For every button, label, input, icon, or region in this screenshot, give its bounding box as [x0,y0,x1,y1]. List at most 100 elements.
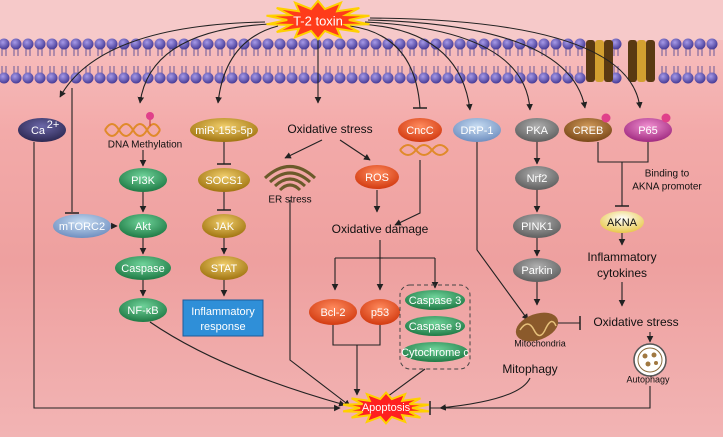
p53-label: p53 [371,307,389,319]
p65-node: P65 [624,113,672,142]
lipid-head [238,72,250,84]
lipid-head [682,72,694,84]
lipid-head [286,38,298,50]
cytochrome-label: Cytochrome c [401,347,469,359]
caspase9-label: Caspase 9 [409,321,462,333]
mtorc2-label: mTORC2 [59,221,105,233]
lipid-head [94,72,106,84]
dna-cncc-icon [399,144,449,156]
caspase-label: Caspase [121,263,164,275]
caspase-node: Caspase [115,256,171,280]
oxidative-stress-right: Oxidative stress [593,315,678,329]
lipid-head [298,72,310,84]
binding-line1: Binding to [645,169,690,180]
lipid-head [514,38,526,50]
lipid-head [610,38,622,50]
er-stress-icon [263,165,317,192]
lipid-head [322,72,334,84]
lipid-head [118,72,130,84]
toxin-burst: T-2 toxin [266,0,370,41]
lipid-head [454,72,466,84]
lipid-head [310,38,322,50]
lipid-head [394,72,406,84]
nfkb-node: NF-κB [119,298,167,322]
autophagy-icon [633,343,667,377]
lipid-head [10,38,22,50]
cncc-label: CncC [406,125,434,137]
socs1-label: SOCS1 [205,175,242,187]
stat-label: STAT [211,263,238,275]
lipid-head [406,72,418,84]
pka-label: PKA [526,125,549,137]
caspase3-label: Caspase 3 [409,295,462,307]
akt-node: Akt [119,214,167,238]
mitochondria-icon [515,312,559,342]
lipid-head [58,38,70,50]
ros-node: ROS [355,165,399,189]
lipid-head [382,38,394,50]
mir-node: miR-155-5p [190,118,258,142]
lipid-head [694,72,706,84]
lipid-head [526,72,538,84]
lipid-head [202,38,214,50]
oxidative-lines [284,139,381,407]
lipid-head [334,72,346,84]
bcl2-label: Bcl-2 [320,307,345,319]
autophagy-label: Autophagy [626,374,670,384]
socs1-node: SOCS1 [198,168,250,192]
lipid-head [94,38,106,50]
lipid-head [310,72,322,84]
lipid-head [0,38,10,50]
lipid-head [358,72,370,84]
oxidative-stress-top: Oxidative stress [287,122,372,136]
cytokines-line1: Inflammatory [587,250,656,264]
lipid-head [442,38,454,50]
dna-methylation-icon [104,112,161,137]
lipid-head [430,38,442,50]
lipid-head [610,72,622,84]
lipid-head [10,72,22,84]
left-branch-lines [33,88,341,412]
akna-label: AKNA [607,217,638,229]
lipid-head [670,38,682,50]
apoptosis-burst: Apoptosis [342,391,430,425]
lipid-head [142,38,154,50]
lipid-head [274,38,286,50]
lipid-head [382,72,394,84]
akt-label: Akt [135,221,151,233]
lipid-head [70,72,82,84]
lipid-head [82,72,94,84]
lipid-head [58,72,70,84]
lipid-head [154,72,166,84]
creb-p65-lines [597,142,649,206]
mtorc2-node: mTORC2 [53,214,111,238]
er-stress-label: ER stress [268,195,311,206]
lipid-head [286,72,298,84]
lipid-head [166,72,178,84]
akna-node: AKNA [600,211,644,233]
pink1-label: PINK1 [521,221,553,233]
lipid-head [466,72,478,84]
lipid-head [694,38,706,50]
lipid-head [322,38,334,50]
pi3k-node: PI3K [119,168,167,192]
lipid-head [478,72,490,84]
lipid-head [46,72,58,84]
stat-node: STAT [200,256,248,280]
lipid-head [202,72,214,84]
nrf2-label: Nrf2 [527,173,548,185]
lipid-head [406,38,418,50]
lipid-head [370,38,382,50]
lipid-head [34,38,46,50]
p65-label: P65 [638,125,658,137]
lipid-head [178,38,190,50]
mitochondria-label: Mitochondria [514,338,566,348]
dna-methylation-label: DNA Methylation [108,140,182,151]
lipid-head [154,38,166,50]
lipid-head [550,72,562,84]
lipid-head [658,72,670,84]
lipid-head [178,72,190,84]
binding-line2: AKNA promoter [632,182,702,193]
